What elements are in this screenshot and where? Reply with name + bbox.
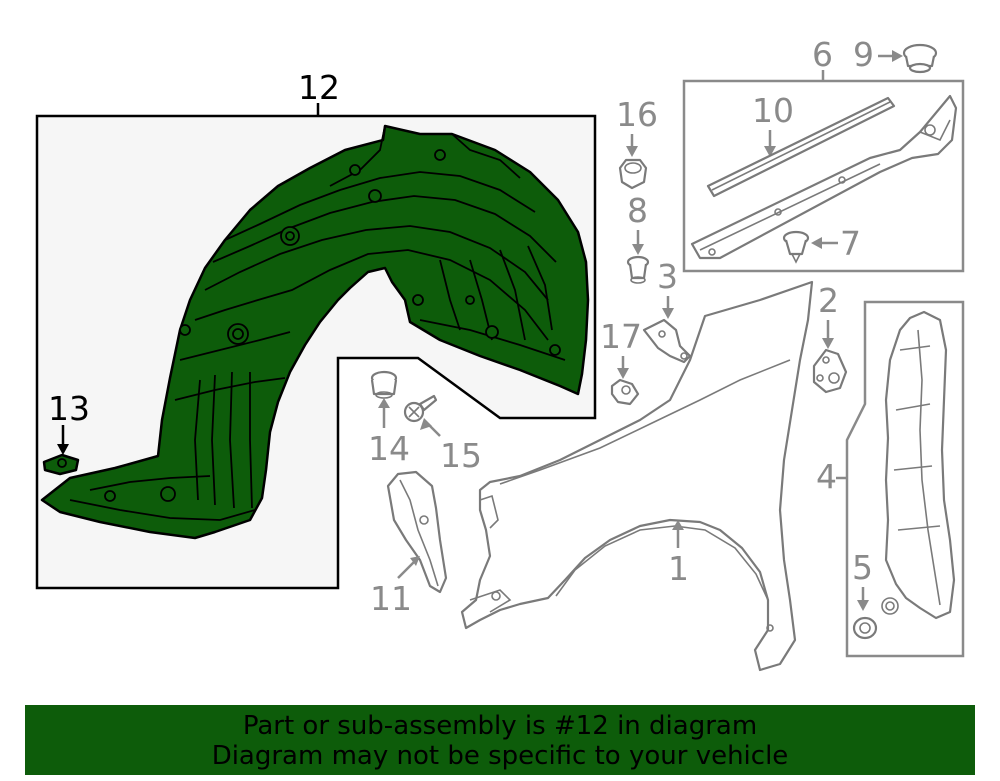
splash-panel-part-4[interactable] — [881, 310, 956, 620]
callout-14-arrowhead — [378, 398, 390, 408]
fender-part-1[interactable] — [460, 280, 814, 672]
callout-11-leader — [397, 559, 417, 579]
clip-part-8[interactable] — [626, 255, 650, 284]
callout-9[interactable]: 9 — [853, 35, 874, 74]
nut-part-17[interactable] — [610, 378, 640, 406]
fender-liner-part-12[interactable] — [40, 124, 590, 540]
nut-part-16[interactable] — [618, 158, 648, 190]
callout-5[interactable]: 5 — [852, 548, 873, 587]
callout-16[interactable]: 16 — [616, 95, 658, 134]
callout-17-arrowhead — [617, 368, 629, 379]
callout-8[interactable]: 8 — [627, 191, 648, 230]
screw-part-15[interactable] — [403, 394, 438, 423]
callout-7[interactable]: 7 — [840, 224, 861, 263]
callout-4[interactable]: 4 — [816, 457, 837, 496]
callout-2[interactable]: 2 — [818, 281, 839, 320]
bracket-part-2[interactable] — [812, 348, 848, 394]
callout-3[interactable]: 3 — [657, 257, 678, 296]
callout-10-arrowhead — [764, 146, 776, 157]
callout-1[interactable]: 1 — [668, 549, 689, 588]
info-banner: Part or sub-assembly is #12 in diagram D… — [25, 705, 975, 775]
grommet-part-5[interactable] — [852, 616, 878, 640]
callout-6[interactable]: 6 — [812, 35, 833, 74]
callout-13[interactable]: 13 — [48, 389, 90, 428]
callout-3-arrowhead — [662, 308, 674, 319]
clip-part-13[interactable] — [42, 453, 80, 476]
banner-line-2: Diagram may not be specific to your vehi… — [211, 741, 789, 771]
shield-part-11[interactable] — [386, 470, 448, 594]
parts-diagram: 12 — [35, 35, 965, 672]
bracket-part-3[interactable] — [642, 318, 692, 364]
callout-7-arrowhead — [811, 237, 822, 249]
banner-line-1: Part or sub-assembly is #12 in diagram — [242, 711, 758, 741]
callout-16-arrowhead — [626, 146, 638, 157]
rail-part-6[interactable] — [690, 94, 958, 260]
callout-13-arrowhead — [57, 444, 69, 455]
callout-17[interactable]: 17 — [600, 317, 642, 356]
callout-14[interactable]: 14 — [368, 429, 410, 468]
strip-part-10[interactable] — [706, 96, 896, 198]
callout-10[interactable]: 10 — [752, 91, 794, 130]
callout-5-arrowhead — [857, 600, 869, 611]
callout-1-arrowhead — [672, 520, 684, 530]
callout-15[interactable]: 15 — [440, 436, 482, 475]
callout-2-arrowhead — [822, 338, 834, 349]
clip-part-14[interactable] — [370, 370, 398, 399]
clip-part-7[interactable] — [782, 230, 810, 264]
callout-8-arrowhead — [632, 244, 644, 255]
callout-12[interactable]: 12 — [298, 68, 340, 107]
callout-9-arrowhead — [892, 50, 903, 62]
callout-15-arrowhead — [420, 418, 432, 430]
grommet-part-9[interactable] — [902, 43, 938, 74]
callout-11[interactable]: 11 — [370, 579, 412, 618]
callout-11-arrowhead — [410, 556, 420, 566]
